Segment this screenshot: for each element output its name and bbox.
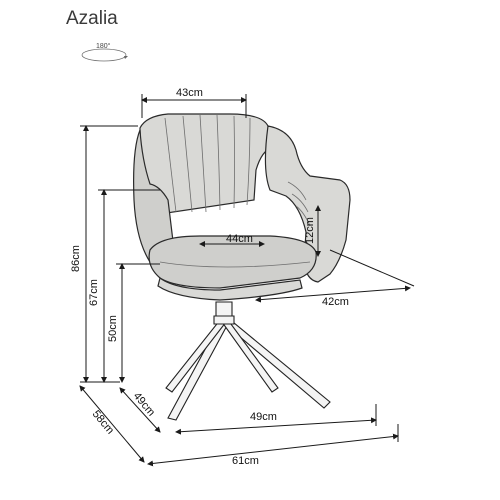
rotation-icon: 180° [81,42,128,62]
dim-armrest-height: 12cm [304,217,316,244]
dim-seat-depth: 44cm [226,233,253,245]
dim-top-width: 43cm [176,87,203,99]
dim-seat-width: 42cm [322,296,349,308]
seat-cushion [148,235,317,289]
dim-total-depth: 58cm [90,408,116,436]
dim-total-height: 86cm [70,245,82,272]
chair-base [165,301,331,421]
dim-base-width: 49cm [250,411,277,423]
backrest-seams [164,114,251,213]
dim-total-width: 61cm [232,455,259,467]
dim-seat-height: 50cm [107,315,119,342]
product-title: Azalia [66,8,118,29]
rotation-label: 180° [96,42,111,50]
chair-illustration [133,113,351,421]
right-armrest [264,125,351,283]
dim-armrest-floor-height: 67cm [88,279,100,306]
dimension-lines: 43cm 86cm 67cm 50cm 12cm 44cm 42cm 49cm … [70,87,415,467]
armrest-seams [287,181,311,227]
